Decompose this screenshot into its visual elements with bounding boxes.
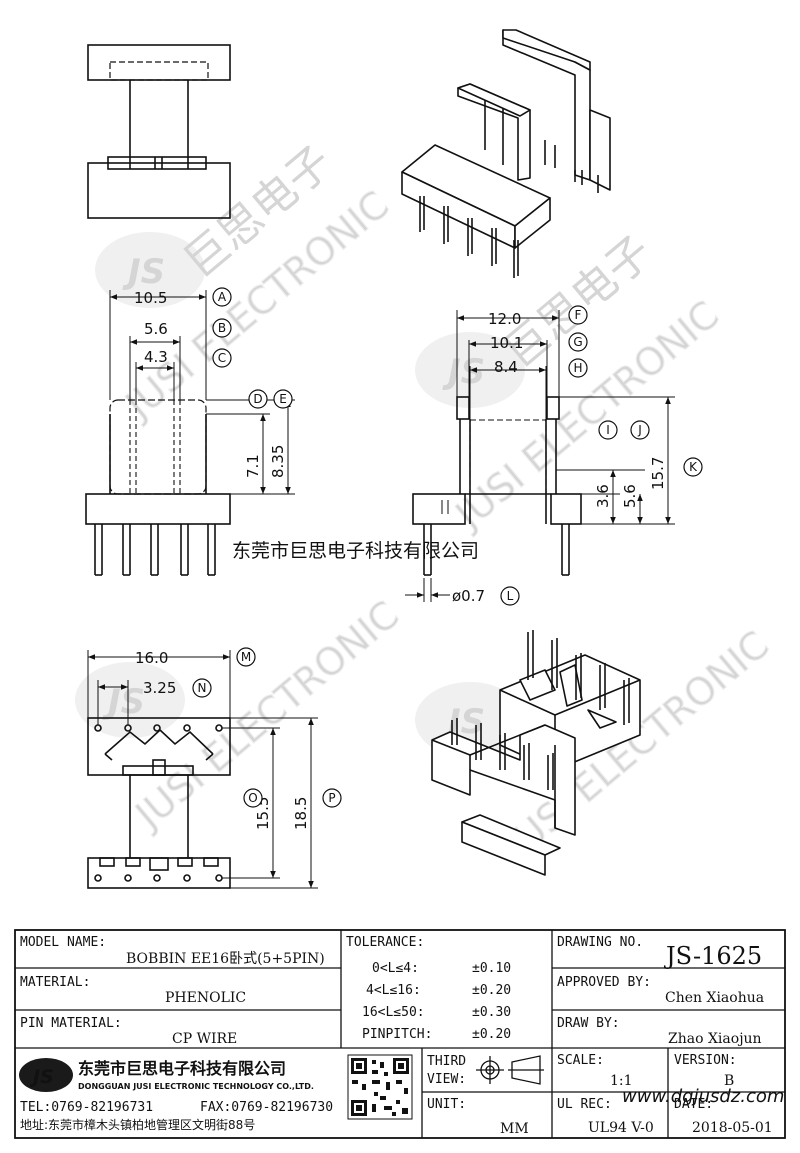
title-block-frame xyxy=(14,929,786,1139)
qr-code xyxy=(347,1054,413,1120)
tol-value-0: ±0.10 xyxy=(472,961,511,976)
tol-value-2: ±0.30 xyxy=(472,1005,511,1020)
third-view-label-1: THIRD xyxy=(427,1054,466,1069)
front-view-dimensions xyxy=(109,290,295,495)
dim-a-value: 10.5 xyxy=(134,289,167,307)
dim-p-value: 18.5 xyxy=(292,797,310,830)
watermark-brand-en-2: JUSI ELECTRONIC xyxy=(446,292,727,538)
dim-n-value: 3.25 xyxy=(143,679,176,697)
tol-range-3: PINPITCH: xyxy=(362,1027,432,1042)
dim-h-value: 8.4 xyxy=(494,358,518,376)
svg-text:C: C xyxy=(218,351,226,365)
svg-text:G: G xyxy=(573,335,582,349)
material-value: PHENOLIC xyxy=(165,990,246,1006)
approved-by-value: Chen Xiaohua xyxy=(665,990,764,1006)
watermark-site: www.dgjusdz.com xyxy=(622,1086,784,1107)
draw-by-label: DRAW BY: xyxy=(557,1016,620,1031)
bottom-view xyxy=(87,717,231,889)
tol-value-1: ±0.20 xyxy=(472,983,511,998)
isometric-view-top xyxy=(401,29,611,278)
company-logo: JS xyxy=(19,1058,73,1092)
svg-text:JS: JS xyxy=(122,252,165,292)
dimension-marker-labels: A B C D E F G H I J K L M N O P xyxy=(198,290,699,805)
address: 地址:东莞市樟木头镇柏地管理区文明街88号 xyxy=(20,1117,255,1132)
unit-value: MM xyxy=(500,1121,529,1137)
pin-material-value: CP WIRE xyxy=(172,1031,237,1047)
dim-f-value: 12.0 xyxy=(488,310,521,328)
svg-text:I: I xyxy=(606,423,610,437)
svg-text:F: F xyxy=(575,308,582,322)
drawing-no-label: DRAWING NO. xyxy=(557,935,643,950)
svg-text:J: J xyxy=(637,423,642,437)
model-name-label: MODEL NAME: xyxy=(20,935,106,950)
dim-e-value: 8.35 xyxy=(269,445,287,478)
model-name-value: BOBBIN EE16卧式(5+5PIN) xyxy=(126,951,325,967)
isometric-view-bottom xyxy=(431,630,641,876)
bottom-view-dimensions xyxy=(87,650,318,889)
svg-text:A: A xyxy=(218,290,227,304)
watermark-logo-1: JS xyxy=(95,232,205,308)
projection-symbol-icon xyxy=(476,1055,544,1085)
dim-i-value: 3.6 xyxy=(594,484,612,508)
svg-text:N: N xyxy=(198,681,207,695)
fax: FAX:0769-82196730 xyxy=(200,1100,333,1115)
watermark-company-overlay: 东莞市巨思电子科技有限公司 xyxy=(232,540,479,562)
svg-text:D: D xyxy=(253,392,262,406)
material-label: MATERIAL: xyxy=(20,975,90,990)
tol-range-0: 0<L≤4: xyxy=(372,961,419,976)
side-view-dimensions xyxy=(405,310,675,602)
tol-value-3: ±0.20 xyxy=(472,1027,511,1042)
dim-l-value: ø0.7 xyxy=(452,587,485,605)
dim-b-value: 5.6 xyxy=(144,320,168,338)
drawing-no-value: JS-1625 xyxy=(663,942,762,970)
svg-text:P: P xyxy=(328,791,335,805)
pin-material-label: PIN MATERIAL: xyxy=(20,1016,122,1031)
date-value: 2018-05-01 xyxy=(692,1120,773,1136)
dim-g-value: 10.1 xyxy=(490,334,523,352)
svg-text:M: M xyxy=(241,650,251,664)
side-view xyxy=(412,396,582,576)
version-value: B xyxy=(724,1073,734,1089)
front-view xyxy=(85,399,231,576)
dimension-markers xyxy=(192,287,703,808)
scale-value: 1:1 xyxy=(610,1073,633,1089)
dim-d-value: 7.1 xyxy=(244,454,262,478)
ul-rec-label: UL REC: xyxy=(557,1097,612,1112)
svg-text:H: H xyxy=(573,361,582,375)
tol-range-1: 4<L≤16: xyxy=(366,983,421,998)
approved-by-label: APPROVED BY: xyxy=(557,975,651,990)
company-name-en: DONGGUAN JUSI ELECTRONIC TECHNOLOGY CO.,… xyxy=(78,1082,314,1091)
tol-range-2: 16<L≤50: xyxy=(362,1005,425,1020)
svg-text:L: L xyxy=(507,589,514,603)
unit-label: UNIT: xyxy=(427,1097,466,1112)
svg-text:JS: JS xyxy=(102,682,145,722)
tolerance-label: TOLERANCE: xyxy=(346,935,424,950)
dim-c-value: 4.3 xyxy=(144,348,168,366)
date-label: DATE: xyxy=(674,1097,713,1112)
scale-label: SCALE: xyxy=(557,1053,604,1068)
svg-text:K: K xyxy=(689,460,698,474)
ul-rec-value: UL94 V-0 xyxy=(588,1120,654,1136)
third-view-label-2: VIEW: xyxy=(427,1072,466,1087)
svg-text:O: O xyxy=(248,791,257,805)
company-name-cn: 东莞市巨思电子科技有限公司 xyxy=(78,1059,286,1078)
top-view xyxy=(87,44,231,219)
svg-text:JS: JS xyxy=(442,352,485,392)
telephone: TEL:0769-82196731 xyxy=(20,1100,153,1115)
svg-text:B: B xyxy=(218,321,226,335)
svg-text:JS: JS xyxy=(29,1066,54,1088)
draw-by-value: Zhao Xiaojun xyxy=(668,1031,762,1047)
watermark-layer: JS 巨思电子 JUSI ELECTRONIC JS 巨思电子 JUSI ELE… xyxy=(75,136,778,869)
dim-j-value: 5.6 xyxy=(621,484,639,508)
svg-text:E: E xyxy=(279,392,287,406)
dim-k-value: 15.7 xyxy=(649,457,667,490)
version-label: VERSION: xyxy=(674,1053,737,1068)
dim-m-value: 16.0 xyxy=(135,649,168,667)
